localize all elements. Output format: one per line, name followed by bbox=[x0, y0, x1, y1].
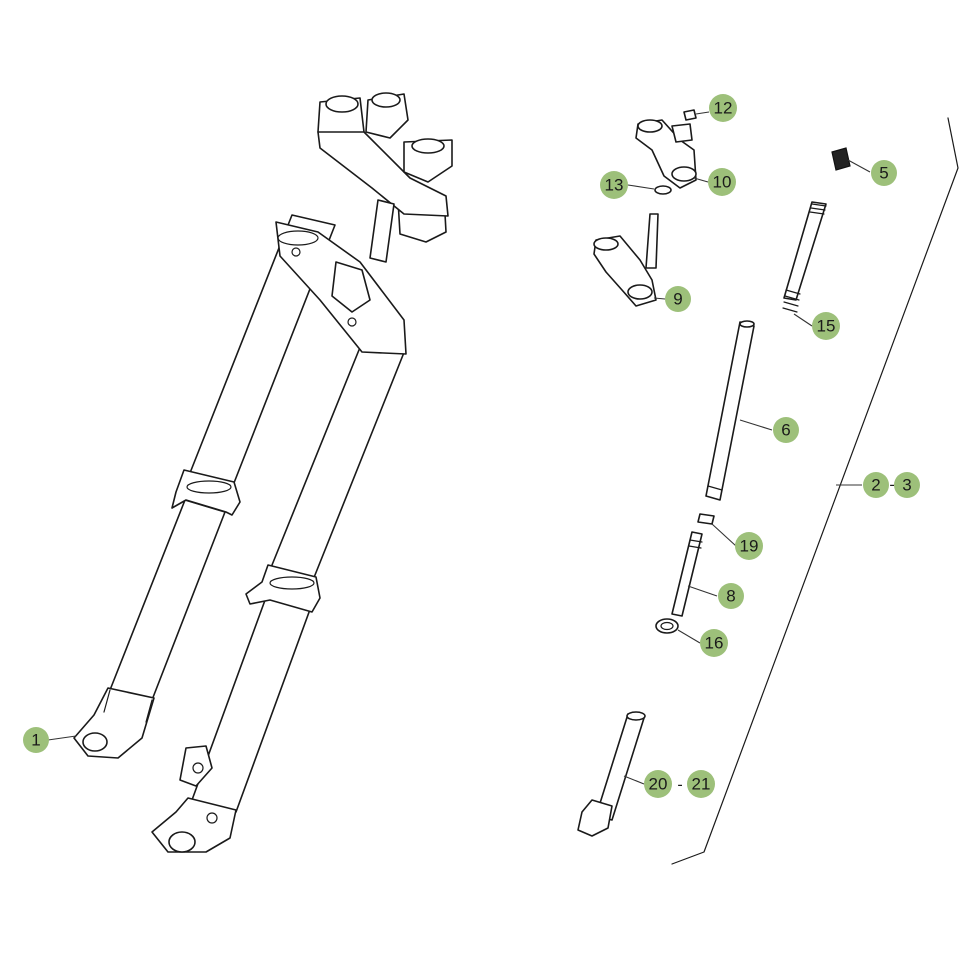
callout-16: 16 bbox=[700, 629, 728, 657]
left-axle-hole bbox=[82, 732, 108, 752]
callout-19: 19 bbox=[735, 532, 763, 560]
part-cap-nut-5 bbox=[831, 147, 851, 171]
callout-21-label: 21 bbox=[692, 775, 711, 794]
callout-6-label: 6 bbox=[781, 421, 790, 440]
callout-20-21: 20 - 21 bbox=[644, 770, 715, 798]
callout-2-3-separator: - bbox=[889, 477, 894, 494]
leader-lines bbox=[47, 111, 871, 785]
part-damper-rod-15 bbox=[783, 201, 827, 301]
callout-8: 8 bbox=[718, 583, 744, 609]
callout-1: 1 bbox=[23, 727, 49, 753]
callout-12: 12 bbox=[709, 94, 737, 122]
exploded-parts bbox=[577, 109, 959, 865]
part-seal-16 bbox=[655, 618, 679, 634]
part-cartridge-8 bbox=[671, 531, 703, 617]
callout-13: 13 bbox=[600, 171, 628, 199]
callout-16-label: 16 bbox=[705, 634, 724, 653]
callout-2-3: 2 - 3 bbox=[863, 472, 920, 498]
upper-triple-clamp bbox=[317, 131, 449, 217]
part-bushing-19 bbox=[697, 513, 715, 525]
steering-stem bbox=[369, 199, 395, 263]
right-fork-lower-tube bbox=[191, 591, 313, 813]
callout-8-label: 8 bbox=[726, 587, 735, 606]
right-fork-upper-tube bbox=[269, 339, 406, 581]
callout-badges: 1 12 13 10 9 5 15 6 bbox=[23, 94, 920, 798]
callout-9: 9 bbox=[665, 286, 691, 312]
callout-9-label: 9 bbox=[673, 290, 682, 309]
callout-2-label: 2 bbox=[871, 476, 880, 495]
callout-5-label: 5 bbox=[879, 164, 888, 183]
callout-10: 10 bbox=[708, 168, 736, 196]
callout-3-label: 3 bbox=[902, 476, 911, 495]
callout-5: 5 bbox=[871, 160, 897, 186]
part-washer-13 bbox=[654, 185, 672, 195]
callout-12-label: 12 bbox=[714, 99, 733, 118]
callout-15: 15 bbox=[812, 312, 840, 340]
callout-19-label: 19 bbox=[740, 537, 759, 556]
right-axle-hole bbox=[168, 831, 196, 853]
callout-10-label: 10 bbox=[713, 173, 732, 192]
callout-1-label: 1 bbox=[31, 731, 40, 750]
callout-13-label: 13 bbox=[605, 176, 624, 195]
part-inner-tube-6 bbox=[705, 321, 755, 501]
left-fork-lower-tube bbox=[109, 499, 226, 701]
callout-6: 6 bbox=[773, 417, 799, 443]
part-nut-12 bbox=[683, 109, 697, 121]
callout-15-label: 15 bbox=[817, 317, 836, 336]
callout-20-label: 20 bbox=[649, 775, 668, 794]
group-outline-2-3 bbox=[671, 117, 959, 865]
fork-assembly bbox=[73, 92, 453, 853]
part-stem-9 bbox=[645, 213, 659, 269]
callout-20-21-separator: - bbox=[677, 777, 682, 794]
